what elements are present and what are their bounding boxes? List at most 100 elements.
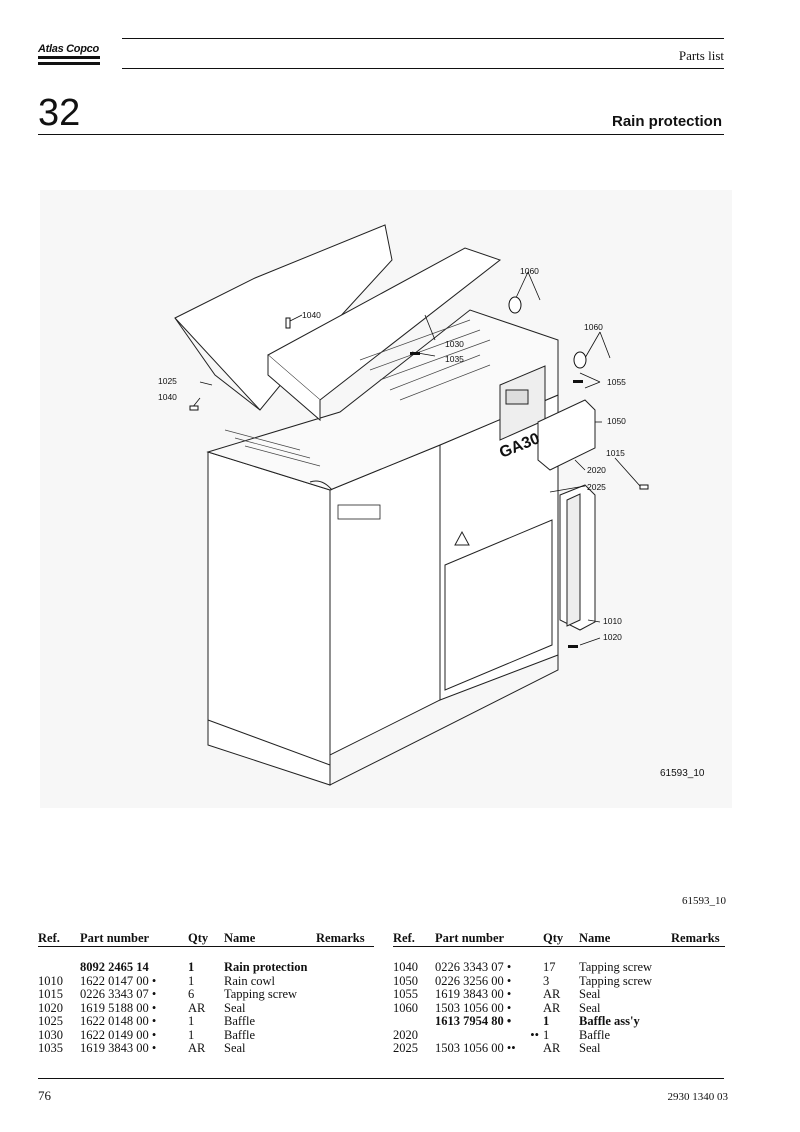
cell-ref: 1055: [393, 987, 418, 1001]
chapter-number: 32: [38, 92, 81, 134]
cell-qty: 1: [188, 973, 195, 988]
callout-1040-b: 1040: [158, 392, 177, 402]
table-row: 8092 2465 14 1 Rain protection: [38, 960, 374, 975]
cell-part: 1622 0148 00 •: [80, 1014, 157, 1028]
cell-name: Baffle ass'y: [579, 1014, 640, 1028]
table-row: 1015 0226 3343 07 • 6 Tapping screw: [38, 987, 374, 1002]
cell-part: 1619 5188 00 •: [80, 1000, 157, 1015]
cell-qty: 1: [188, 960, 195, 974]
callout-1060-b: 1060: [584, 322, 603, 332]
cell-part: 1622 0147 00 •: [80, 973, 157, 988]
cell-remarks: [316, 961, 374, 975]
callout-1010: 1010: [603, 616, 622, 626]
callout-1030: 1030: [445, 339, 464, 349]
cell-remarks: [671, 961, 725, 975]
exploded-drawing: GA30: [158, 224, 705, 786]
callout-1050: 1050: [607, 416, 626, 426]
cell-part: 0226 3343 07 •: [80, 987, 157, 1001]
cell-part: 1613 7954 80 •: [435, 1014, 512, 1028]
cell-remarks: [671, 988, 725, 1002]
cell-name: Seal: [224, 1000, 246, 1015]
cell-qty: AR: [543, 1000, 561, 1015]
cell-qty: 1: [188, 1027, 195, 1042]
cell-part: 8092 2465 14: [80, 960, 149, 974]
cell-name: Seal: [579, 987, 601, 1001]
cell-remarks: [671, 975, 725, 989]
callout-2025: 2025: [587, 482, 606, 492]
cell-ref: 1020: [38, 1000, 63, 1015]
spacer-row: [38, 947, 374, 962]
header-rule-bottom: [122, 68, 724, 69]
cell-name: Rain protection: [224, 960, 308, 974]
cell-part: 1503 1056 00 •: [435, 1000, 512, 1015]
header-rule-top: [122, 38, 724, 39]
callout-1025: 1025: [158, 376, 177, 386]
cell-name: Tapping screw: [224, 987, 298, 1001]
col-qty: Qty: [543, 930, 579, 947]
cell-ref: 1030: [38, 1027, 63, 1042]
cell-name: Baffle: [224, 1014, 256, 1028]
doc-label: Parts list: [678, 48, 724, 63]
callout-1060: 1060: [520, 266, 539, 276]
cell-remarks: [316, 1029, 374, 1043]
cell-ref: 1035: [38, 1041, 63, 1055]
atlas-copco-logo: Atlas Copco: [38, 40, 100, 68]
col-part-number: Part number: [80, 930, 188, 947]
cell-remarks: [316, 988, 374, 1002]
cell-remarks: [316, 975, 374, 989]
cell-remarks: [316, 1015, 374, 1029]
page-number: 76: [38, 1088, 51, 1103]
cell-qty: 6: [188, 987, 195, 1001]
cell-ref: [38, 961, 80, 975]
col-name: Name: [579, 930, 671, 947]
cell-part: 1619 3843 00 •: [80, 1041, 157, 1055]
col-remarks: Remarks: [316, 930, 374, 947]
figure-inner-ref: 61593_10: [660, 768, 705, 779]
cell-name: Baffle: [579, 1027, 611, 1042]
cell-ref: 1060: [393, 1000, 418, 1015]
cell-remarks: [671, 1029, 725, 1043]
title-rule: [38, 134, 724, 135]
cell-ref: 1050: [393, 973, 418, 988]
col-qty: Qty: [188, 930, 224, 947]
cell-ref: [393, 1015, 435, 1029]
cell-qty: 17: [543, 960, 556, 974]
brand-text: Atlas Copco: [38, 43, 99, 55]
callout-1020: 1020: [603, 632, 622, 642]
exploded-view-figure: GA30: [40, 190, 732, 808]
cell-qty: AR: [543, 1041, 561, 1055]
cell-ref: 1010: [38, 973, 63, 988]
col-name: Name: [224, 930, 316, 947]
cell-part: 1503 1056 00 ••: [435, 1041, 516, 1055]
table-row: 1010 1622 0147 00 • 1 Rain cowl: [38, 973, 374, 989]
callout-1015: 1015: [606, 448, 625, 458]
table-header-row: Ref. Part number Qty Name Remarks: [393, 930, 725, 947]
table-row: 2025 1503 1056 00 •• AR Seal: [393, 1041, 725, 1056]
col-part-number: Part number: [435, 930, 543, 947]
parts-table-left: Ref. Part number Qty Name Remarks 8092 2…: [38, 930, 374, 1056]
cell-part: ••: [530, 1027, 539, 1042]
cell-remarks: [671, 1042, 725, 1056]
cell-qty: AR: [543, 987, 561, 1001]
cell-remarks: [316, 1042, 374, 1056]
cell-remarks: [316, 1002, 374, 1016]
figure-caption-id: 61593_10: [682, 895, 726, 907]
col-ref: Ref.: [38, 930, 80, 947]
logo-bar: [38, 62, 100, 65]
cell-part: 1622 0149 00 •: [80, 1027, 157, 1042]
document-number: 2930 1340 03: [667, 1091, 729, 1103]
cell-ref: 1015: [38, 987, 63, 1001]
cell-ref: 2025: [393, 1041, 418, 1055]
cell-name: Seal: [579, 1041, 601, 1055]
footer-rule: [38, 1078, 724, 1079]
callout-1035: 1035: [445, 354, 464, 364]
cell-name: Rain cowl: [224, 973, 276, 988]
